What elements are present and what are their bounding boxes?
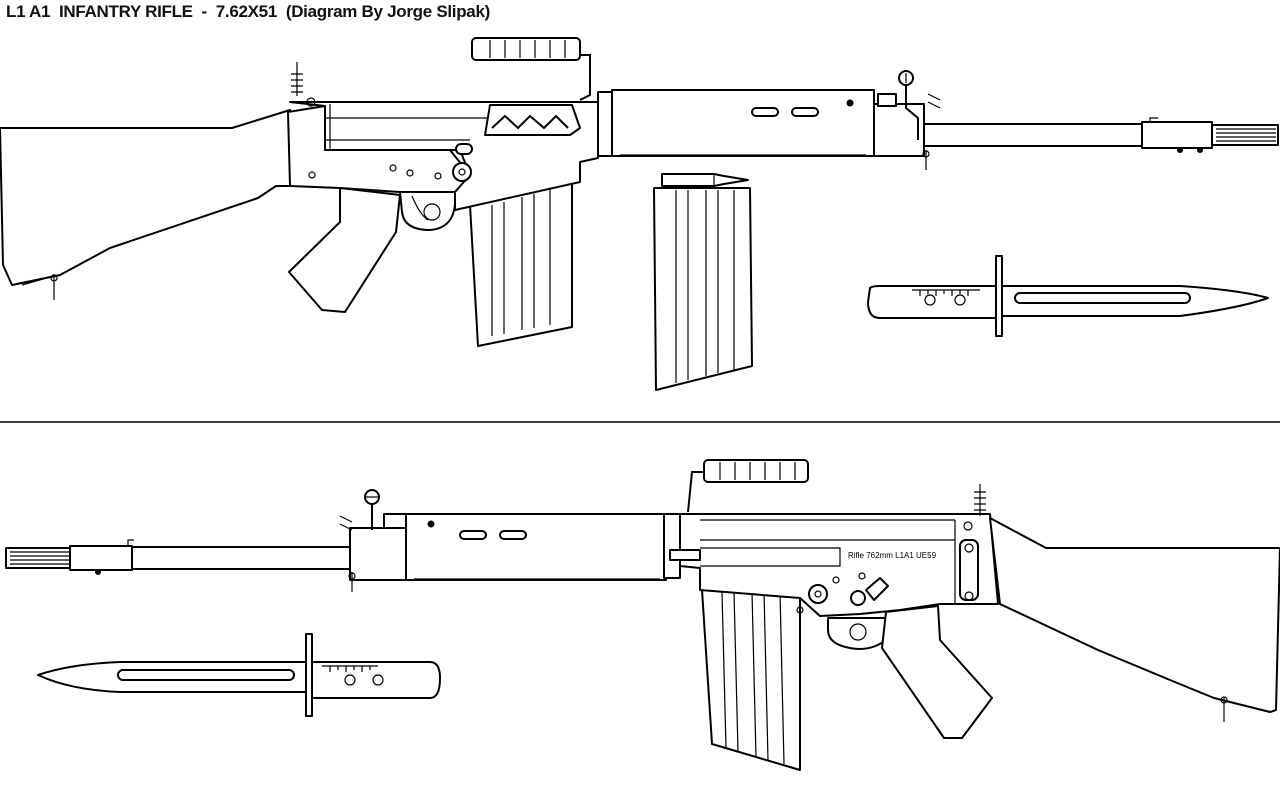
attached-magazine-left — [701, 589, 801, 771]
rear-sight — [291, 62, 316, 107]
cartridge — [661, 173, 749, 187]
bayonet-left — [37, 633, 441, 717]
attached-magazine — [469, 177, 573, 347]
front-sight-left — [339, 489, 407, 592]
carrying-handle-left — [687, 459, 809, 513]
rifle-left-side-view: Rifle 762mm L1A1 UE59 — [5, 459, 1280, 771]
rear-sight-left — [963, 484, 986, 531]
receiver-left: Rifle 762mm L1A1 UE59 — [669, 513, 999, 617]
pistol-grip-left — [881, 605, 993, 739]
receiver-marking: Rifle 762mm L1A1 UE59 — [848, 551, 937, 560]
barrel — [923, 117, 1279, 153]
spare-magazine — [653, 187, 753, 391]
buttstock — [0, 109, 291, 286]
buttstock-left — [989, 517, 1280, 713]
pistol-grip — [288, 187, 401, 313]
diagram-title: L1 A1 INFANTRY RIFLE - 7.62X51 (Diagram … — [6, 2, 490, 21]
handguard — [611, 89, 875, 157]
handguard-left — [405, 513, 667, 581]
front-sight — [873, 70, 941, 170]
trigger-guard-left — [827, 617, 889, 650]
trigger-guard — [399, 191, 457, 231]
rifle-right-side-view — [0, 37, 1279, 391]
barrel-left — [5, 539, 351, 575]
carrying-handle — [471, 37, 591, 101]
bayonet-right — [867, 255, 1269, 337]
